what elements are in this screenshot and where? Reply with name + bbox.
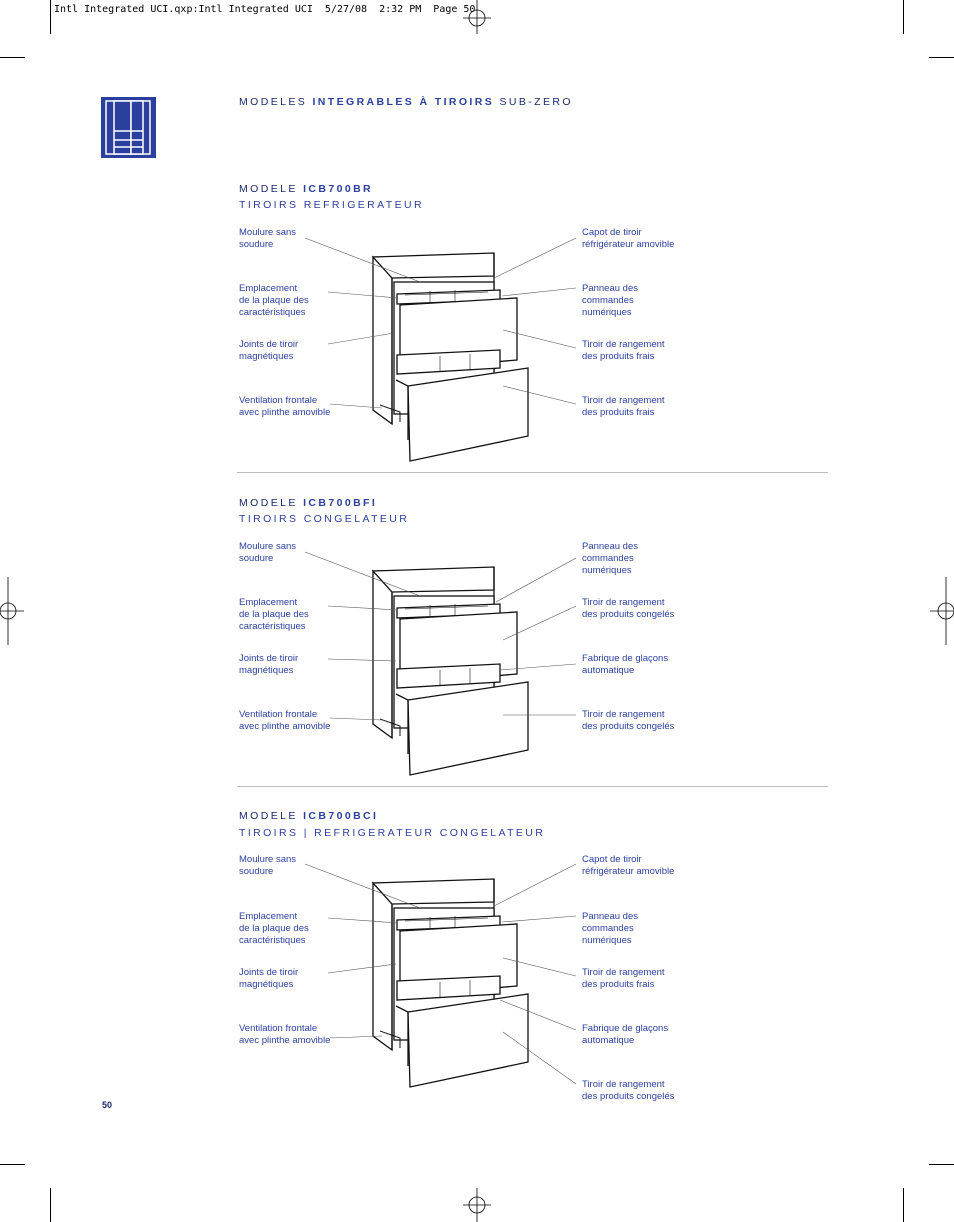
callout-right: Tiroir de rangement des produits frais <box>582 339 665 362</box>
callout-left: Joints de tiroir magnétiques <box>239 967 299 990</box>
model-subtitle: TIROIRS | REFRIGERATEUR CONGELATEUR <box>239 827 546 839</box>
print-slug: Intl Integrated UCI.qxp:Intl Integrated … <box>54 4 476 15</box>
callout-left: Emplacement de la plaque des caractérist… <box>239 597 309 632</box>
model-code: ICB700BR <box>303 183 374 195</box>
callout-right: Tiroir de rangement des produits congelé… <box>582 597 675 620</box>
callout-left: Emplacement de la plaque des caractérist… <box>239 283 309 318</box>
model-subtitle: TIROIRS REFRIGERATEUR <box>239 199 424 211</box>
header-prefix: MODELES <box>239 96 308 108</box>
callout-left: Emplacement de la plaque des caractérist… <box>239 911 309 946</box>
callout-right: Tiroir de rangement des produits congelé… <box>582 709 675 732</box>
header-suffix: SUB-ZERO <box>499 96 573 108</box>
callout-left: Ventilation frontale avec plinthe amovib… <box>239 1023 331 1046</box>
model-subtitle: TIROIRS CONGELATEUR <box>239 513 410 525</box>
callout-left: Ventilation frontale avec plinthe amovib… <box>239 709 331 732</box>
model-title: MODELE ICB700BCI <box>239 810 378 822</box>
section-divider <box>237 472 828 473</box>
model-title: MODELE ICB700BFI <box>239 497 377 509</box>
callout-right: Capot de tiroir réfrigérateur amovible <box>582 227 675 250</box>
callout-right: Tiroir de rangement des produits frais <box>582 395 665 418</box>
callout-left: Moulure sans soudure <box>239 854 297 877</box>
callout-right: Panneau des commandes numériques <box>582 283 638 318</box>
callout-right: Fabrique de glaçons automatique <box>582 1023 669 1046</box>
model-title: MODELE ICB700BR <box>239 183 373 195</box>
callout-left: Joints de tiroir magnétiques <box>239 339 299 362</box>
callout-right: Tiroir de rangement des produits frais <box>582 967 665 990</box>
callout-right: Capot de tiroir réfrigérateur amovible <box>582 854 675 877</box>
model-prefix: MODELE <box>239 497 298 509</box>
page-number: 50 <box>102 1100 113 1110</box>
callout-left: Joints de tiroir magnétiques <box>239 653 299 676</box>
model-code: ICB700BCI <box>303 810 379 822</box>
callout-right: Panneau des commandes numériques <box>582 541 638 576</box>
model-prefix: MODELE <box>239 183 298 195</box>
model-prefix: MODELE <box>239 810 298 822</box>
callout-right: Fabrique de glaçons automatique <box>582 653 669 676</box>
header-highlight: INTEGRABLES À TIROIRS <box>312 96 495 108</box>
callout-right: Tiroir de rangement des produits congelé… <box>582 1079 675 1102</box>
section-divider <box>237 786 828 787</box>
callout-right: Panneau des commandes numériques <box>582 911 638 946</box>
model-code: ICB700BFI <box>303 497 378 509</box>
callout-left: Moulure sans soudure <box>239 541 297 564</box>
callout-left: Moulure sans soudure <box>239 227 297 250</box>
callout-left: Ventilation frontale avec plinthe amovib… <box>239 395 331 418</box>
page-header: MODELES INTEGRABLES À TIROIRS SUB-ZERO <box>239 96 573 108</box>
